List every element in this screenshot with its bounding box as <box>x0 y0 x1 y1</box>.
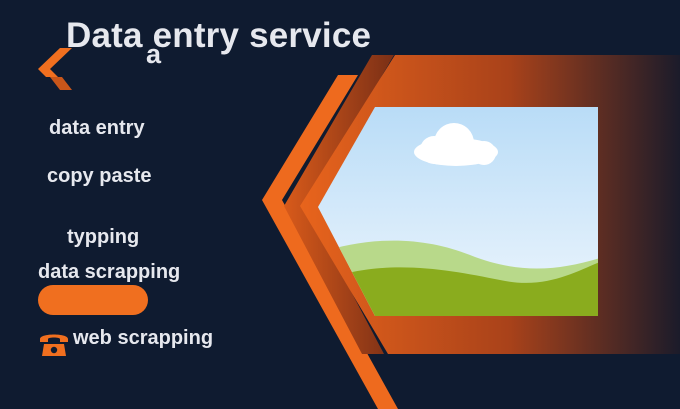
title-stray-letter: a <box>146 39 162 69</box>
outer-chevron-shape <box>262 75 398 409</box>
accent-pill <box>38 285 148 315</box>
chevron-logo-icon <box>38 48 72 90</box>
telephone-icon <box>40 334 68 356</box>
page-title: Data entry service <box>66 16 372 55</box>
service-item-web-scrapping: web scrapping <box>73 327 214 349</box>
service-item-typping: typping <box>67 226 140 248</box>
landscape-image-icon <box>318 107 598 316</box>
service-item-data-entry: data entry <box>49 117 145 139</box>
service-item-data-scrapping: data scrapping <box>38 261 181 283</box>
service-item-copy-paste: copy paste <box>47 165 152 187</box>
